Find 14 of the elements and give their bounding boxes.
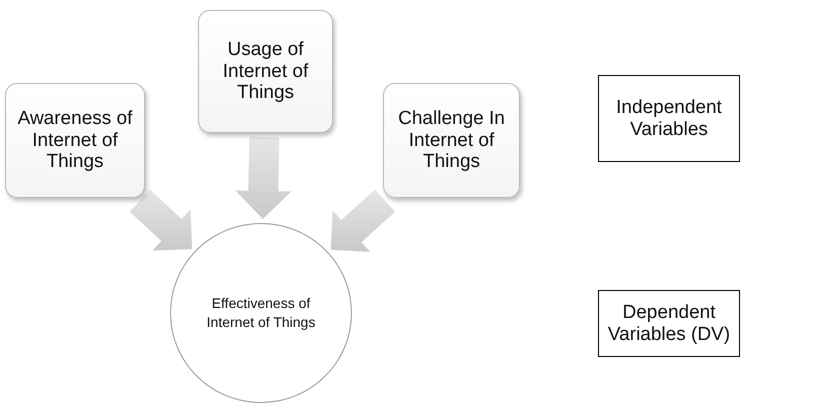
block-arrow [235, 136, 292, 219]
variable-box [5, 83, 145, 198]
node-text: Challenge In Internet of Things [397, 108, 506, 174]
node-text: Dependent Variables (DV) [606, 302, 732, 346]
node-text: Independent Variables [615, 96, 723, 140]
variable-box [383, 83, 520, 198]
variable-box [198, 10, 333, 133]
node-text: Effectiveness of Internet of Things [206, 294, 316, 332]
legend-box [598, 290, 740, 357]
node-text: Usage of Internet of Things [222, 38, 310, 104]
legend-box [598, 75, 740, 162]
block-arrow [330, 190, 396, 252]
node-text: Awareness of Internet of Things [16, 108, 134, 174]
block-arrow [130, 190, 192, 251]
